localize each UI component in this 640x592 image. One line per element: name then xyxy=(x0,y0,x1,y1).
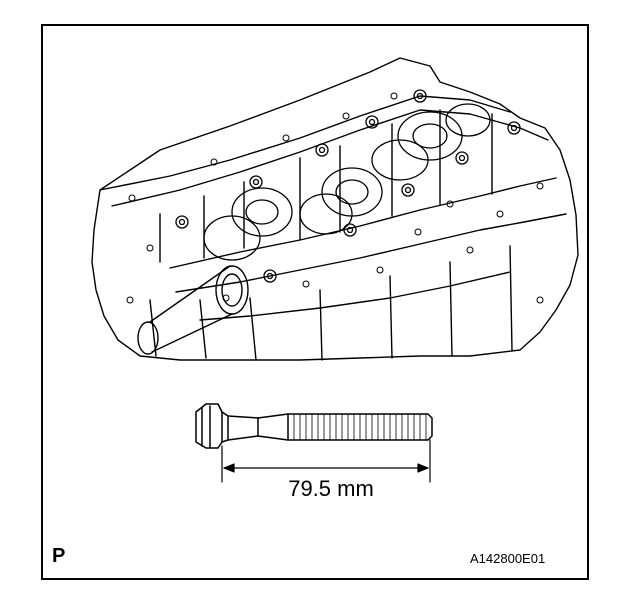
dimension-label: 79.5 mm xyxy=(288,476,374,501)
corner-mark: P xyxy=(52,545,66,567)
figure-frame xyxy=(41,24,589,580)
dimension-line xyxy=(221,439,431,483)
figure-code: A142800E01 xyxy=(470,551,546,566)
bolt-drawing xyxy=(195,403,433,449)
engine-block-drawing xyxy=(91,57,579,361)
crankshaft-end xyxy=(137,265,249,355)
